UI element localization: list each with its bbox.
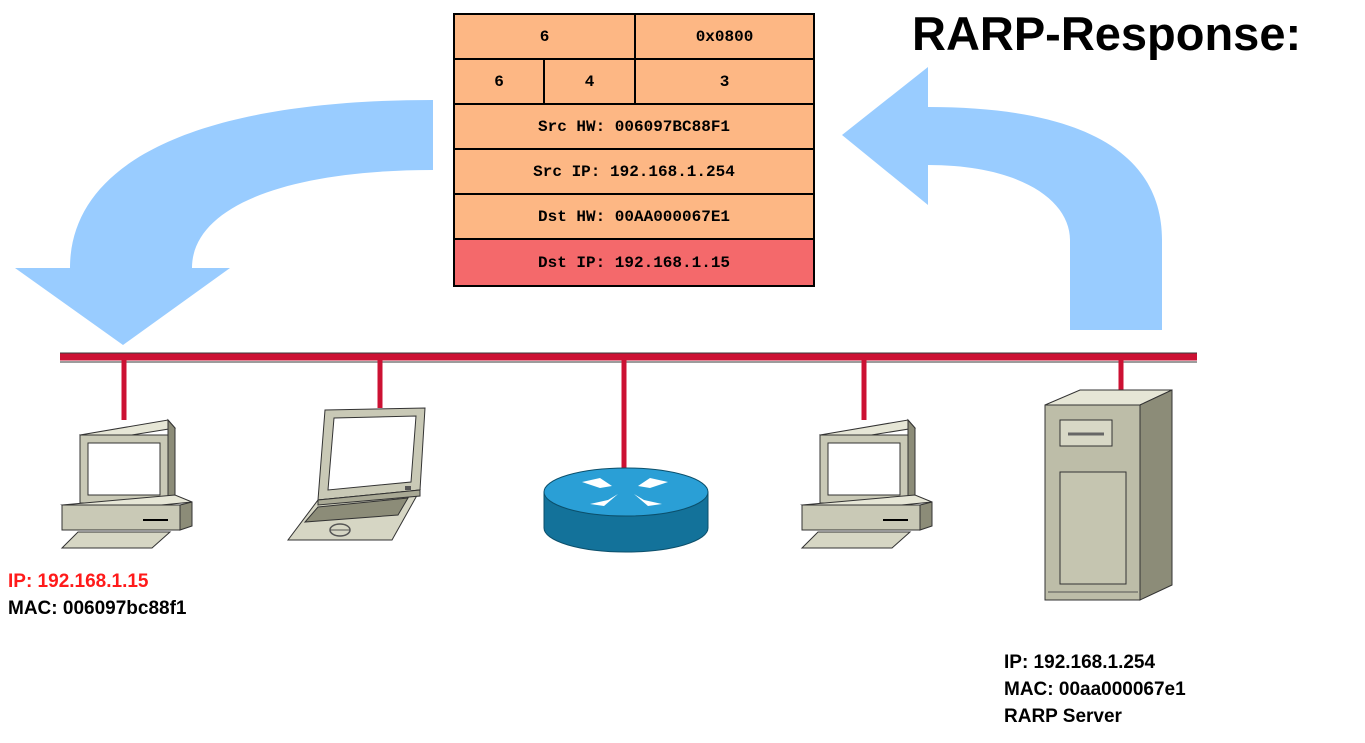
curved-arrow-right-icon [842,67,1162,330]
hardware-type-cell: 6 [455,15,636,58]
packet-row-src-hw: Src HW: 006097BC88F1 [455,105,813,150]
server-mac-label: MAC: 00aa000067e1 [1004,679,1186,700]
protocol-type-cell: 0x0800 [636,15,813,58]
server-role-label: RARP Server [1004,706,1122,727]
router-icon [543,467,709,553]
client-ip-label: IP: 192.168.1.15 [8,571,149,592]
server-ip-label: IP: 192.168.1.254 [1004,652,1156,673]
server-tower-icon [1044,389,1173,601]
dst-hw-cell: Dst HW: 00AA000067E1 [455,195,813,238]
src-ip-cell: Src IP: 192.168.1.254 [455,150,813,193]
laptop-icon [287,407,426,541]
proto-length-cell: 4 [545,60,636,103]
opcode-cell: 3 [636,60,813,103]
desktop-pc-icon [800,418,933,549]
diagram-title: RARP-Response: [912,7,1302,60]
packet-row-src-ip: Src IP: 192.168.1.254 [455,150,813,195]
dst-ip-cell: Dst IP: 192.168.1.15 [455,240,813,285]
src-hw-cell: Src HW: 006097BC88F1 [455,105,813,148]
packet-row-dst-hw: Dst HW: 00AA000067E1 [455,195,813,240]
packet-row-dst-ip: Dst IP: 192.168.1.15 [455,240,813,285]
rarp-packet-table: 6 0x0800 6 4 3 Src HW: 006097BC88F1 Src … [453,13,815,287]
drop-lines [121,357,1124,468]
hw-length-cell: 6 [455,60,545,103]
desktop-pc-icon [60,418,193,549]
packet-row-lengths: 6 4 3 [455,60,813,105]
client-mac-label: MAC: 006097bc88f1 [8,598,187,619]
curved-arrow-left-icon [15,100,433,345]
packet-row-hardware: 6 0x0800 [455,15,813,60]
